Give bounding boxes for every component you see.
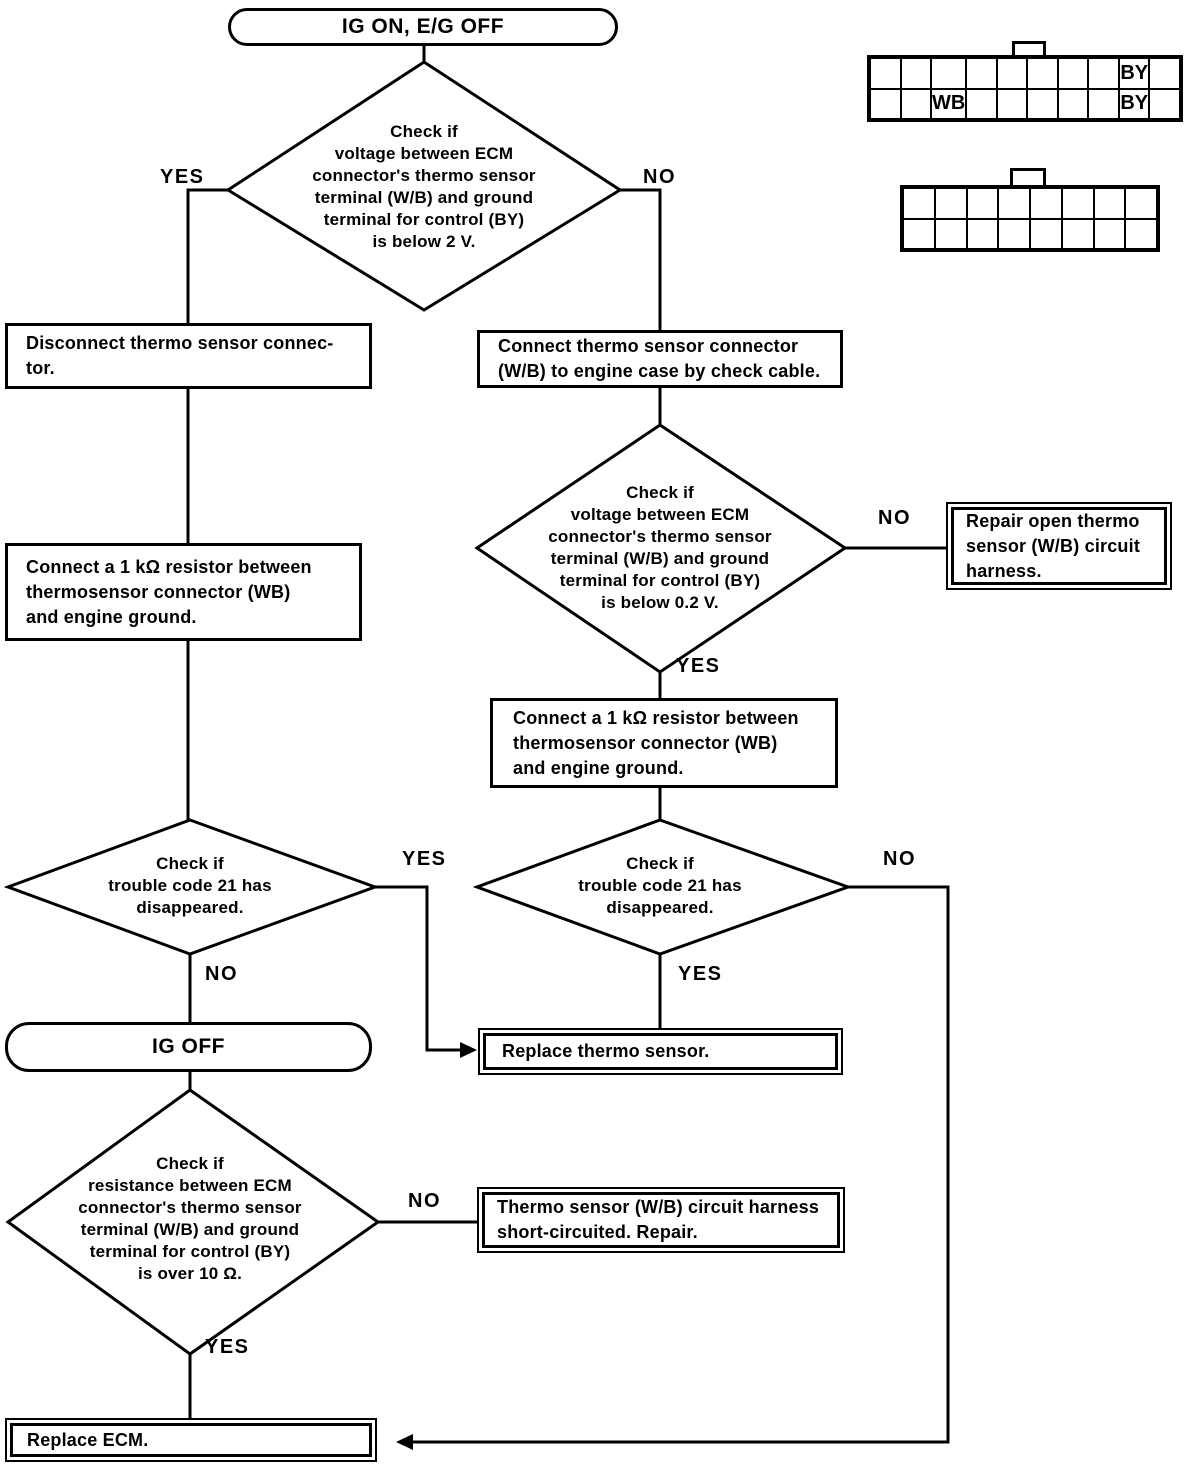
connector-pin bbox=[1093, 188, 1126, 219]
connector-pin bbox=[1088, 58, 1119, 89]
branch-yes-code21-right: YES bbox=[678, 963, 723, 985]
decision-voltage-02v-shape bbox=[474, 423, 848, 674]
connector-pin bbox=[1030, 218, 1062, 249]
branch-yes-code21-left: YES bbox=[402, 848, 447, 870]
line-decision1-no bbox=[618, 188, 662, 332]
result-replace-ecm-text: Replace ECM. bbox=[27, 1429, 149, 1450]
connector-pin: WB bbox=[931, 88, 967, 119]
connector-pin: BY bbox=[1118, 58, 1150, 89]
process-connect-check-cable: Connect thermo sensor connector (W/B) to… bbox=[477, 330, 843, 388]
connector-pin bbox=[998, 218, 1030, 249]
decision-resistance-10ohm-text: Check if resistance between ECM connecto… bbox=[78, 1154, 302, 1283]
decision-voltage-2v-text: Check if voltage between ECM connector's… bbox=[312, 122, 536, 251]
decision-voltage-02v-text: Check if voltage between ECM connector's… bbox=[548, 483, 772, 612]
connector-pin: BY bbox=[1118, 88, 1150, 119]
connector-pin bbox=[934, 218, 967, 249]
connector-pin bbox=[966, 88, 997, 119]
process-check-cable-text: Connect thermo sensor connector (W/B) to… bbox=[498, 336, 821, 381]
decision-code21-right-text: Check if trouble code 21 has disappeared… bbox=[578, 854, 742, 917]
arrowhead-into-replace-thermo bbox=[460, 1042, 477, 1058]
result-short-circuit-repair-text: Thermo sensor (W/B) circuit harness shor… bbox=[497, 1197, 820, 1242]
branch-no-code21-left: NO bbox=[205, 963, 238, 985]
result-short-circuit-repair: Thermo sensor (W/B) circuit harness shor… bbox=[477, 1187, 845, 1253]
connector-pin bbox=[1125, 188, 1157, 219]
connector-pin bbox=[900, 88, 932, 119]
connector-pin bbox=[1057, 88, 1089, 119]
connector-pin bbox=[900, 58, 932, 89]
decision-code21-left-text: Check if trouble code 21 has disappeared… bbox=[108, 854, 272, 917]
process-disconnect-text: Disconnect thermo sensor connec- tor. bbox=[26, 333, 334, 378]
result-replace-thermo-sensor-text: Replace thermo sensor. bbox=[502, 1041, 710, 1061]
result-repair-open-harness-text: Repair open thermo sensor (W/B) circuit … bbox=[966, 510, 1141, 581]
branch-no-decision1: NO bbox=[643, 166, 676, 188]
connector-pin bbox=[903, 188, 935, 219]
connector-pin bbox=[870, 58, 901, 89]
connector-pin bbox=[1149, 88, 1180, 119]
connector-pin bbox=[1027, 58, 1058, 89]
result-repair-open-harness: Repair open thermo sensor (W/B) circuit … bbox=[946, 502, 1172, 590]
connector-pin bbox=[1149, 58, 1180, 89]
process-resistor-right-text: Connect a 1 kΩ resistor between thermose… bbox=[513, 707, 799, 778]
process-connect-resistor-left: Connect a 1 kΩ resistor between thermose… bbox=[5, 543, 362, 641]
result-replace-ecm: Replace ECM. bbox=[5, 1418, 377, 1462]
ecm-connector-upper: BY WB BY bbox=[867, 55, 1183, 122]
decision-voltage-2v-shape bbox=[225, 60, 623, 312]
connector-pin bbox=[1057, 58, 1089, 89]
branch-no-decision5: NO bbox=[408, 1190, 441, 1212]
connector-pin bbox=[1125, 218, 1157, 249]
connector-pin bbox=[996, 58, 1028, 89]
connector-pin bbox=[1093, 218, 1126, 249]
connector-pin bbox=[903, 218, 935, 249]
connector-pin bbox=[998, 188, 1030, 219]
process-resistor-left-text: Connect a 1 kΩ resistor between thermose… bbox=[26, 556, 312, 627]
connector-pin bbox=[931, 58, 967, 89]
process-connect-resistor-right: Connect a 1 kΩ resistor between thermose… bbox=[490, 698, 838, 788]
connector-pin bbox=[966, 218, 999, 249]
process-disconnect-thermo-connector: Disconnect thermo sensor connec- tor. bbox=[5, 323, 372, 389]
line-decision1-yes bbox=[186, 188, 230, 325]
branch-yes-decision2: YES bbox=[676, 655, 721, 677]
connector-pin bbox=[966, 188, 999, 219]
decision-code21-left-shape bbox=[3, 818, 380, 956]
connector-pin bbox=[996, 88, 1028, 119]
connector-pin bbox=[1088, 88, 1119, 119]
connector-pin bbox=[870, 88, 901, 119]
branch-no-decision2: NO bbox=[878, 507, 911, 529]
result-replace-thermo-sensor: Replace thermo sensor. bbox=[478, 1028, 843, 1075]
arrowhead-into-replace-ecm bbox=[396, 1434, 413, 1450]
connector-pin bbox=[966, 58, 997, 89]
connector-pin bbox=[934, 188, 967, 219]
ecm-connector-lower bbox=[900, 185, 1160, 252]
line-code21-right-no bbox=[412, 885, 950, 1444]
terminal-ig-off: IG OFF bbox=[5, 1022, 372, 1072]
connector-pin bbox=[1030, 188, 1062, 219]
branch-no-code21-right: NO bbox=[883, 848, 916, 870]
decision-code21-right-shape bbox=[472, 818, 853, 956]
terminal-ig-on-eg-off: IG ON, E/G OFF bbox=[228, 8, 618, 46]
branch-yes-decision1: YES bbox=[160, 166, 205, 188]
connector-pin bbox=[1061, 218, 1094, 249]
branch-yes-decision5: YES bbox=[205, 1336, 250, 1358]
connector-pin bbox=[1061, 188, 1094, 219]
decision-resistance-10ohm-shape bbox=[5, 1088, 381, 1356]
line-code21-left-yes bbox=[373, 885, 462, 1052]
connector-pin bbox=[1027, 88, 1058, 119]
